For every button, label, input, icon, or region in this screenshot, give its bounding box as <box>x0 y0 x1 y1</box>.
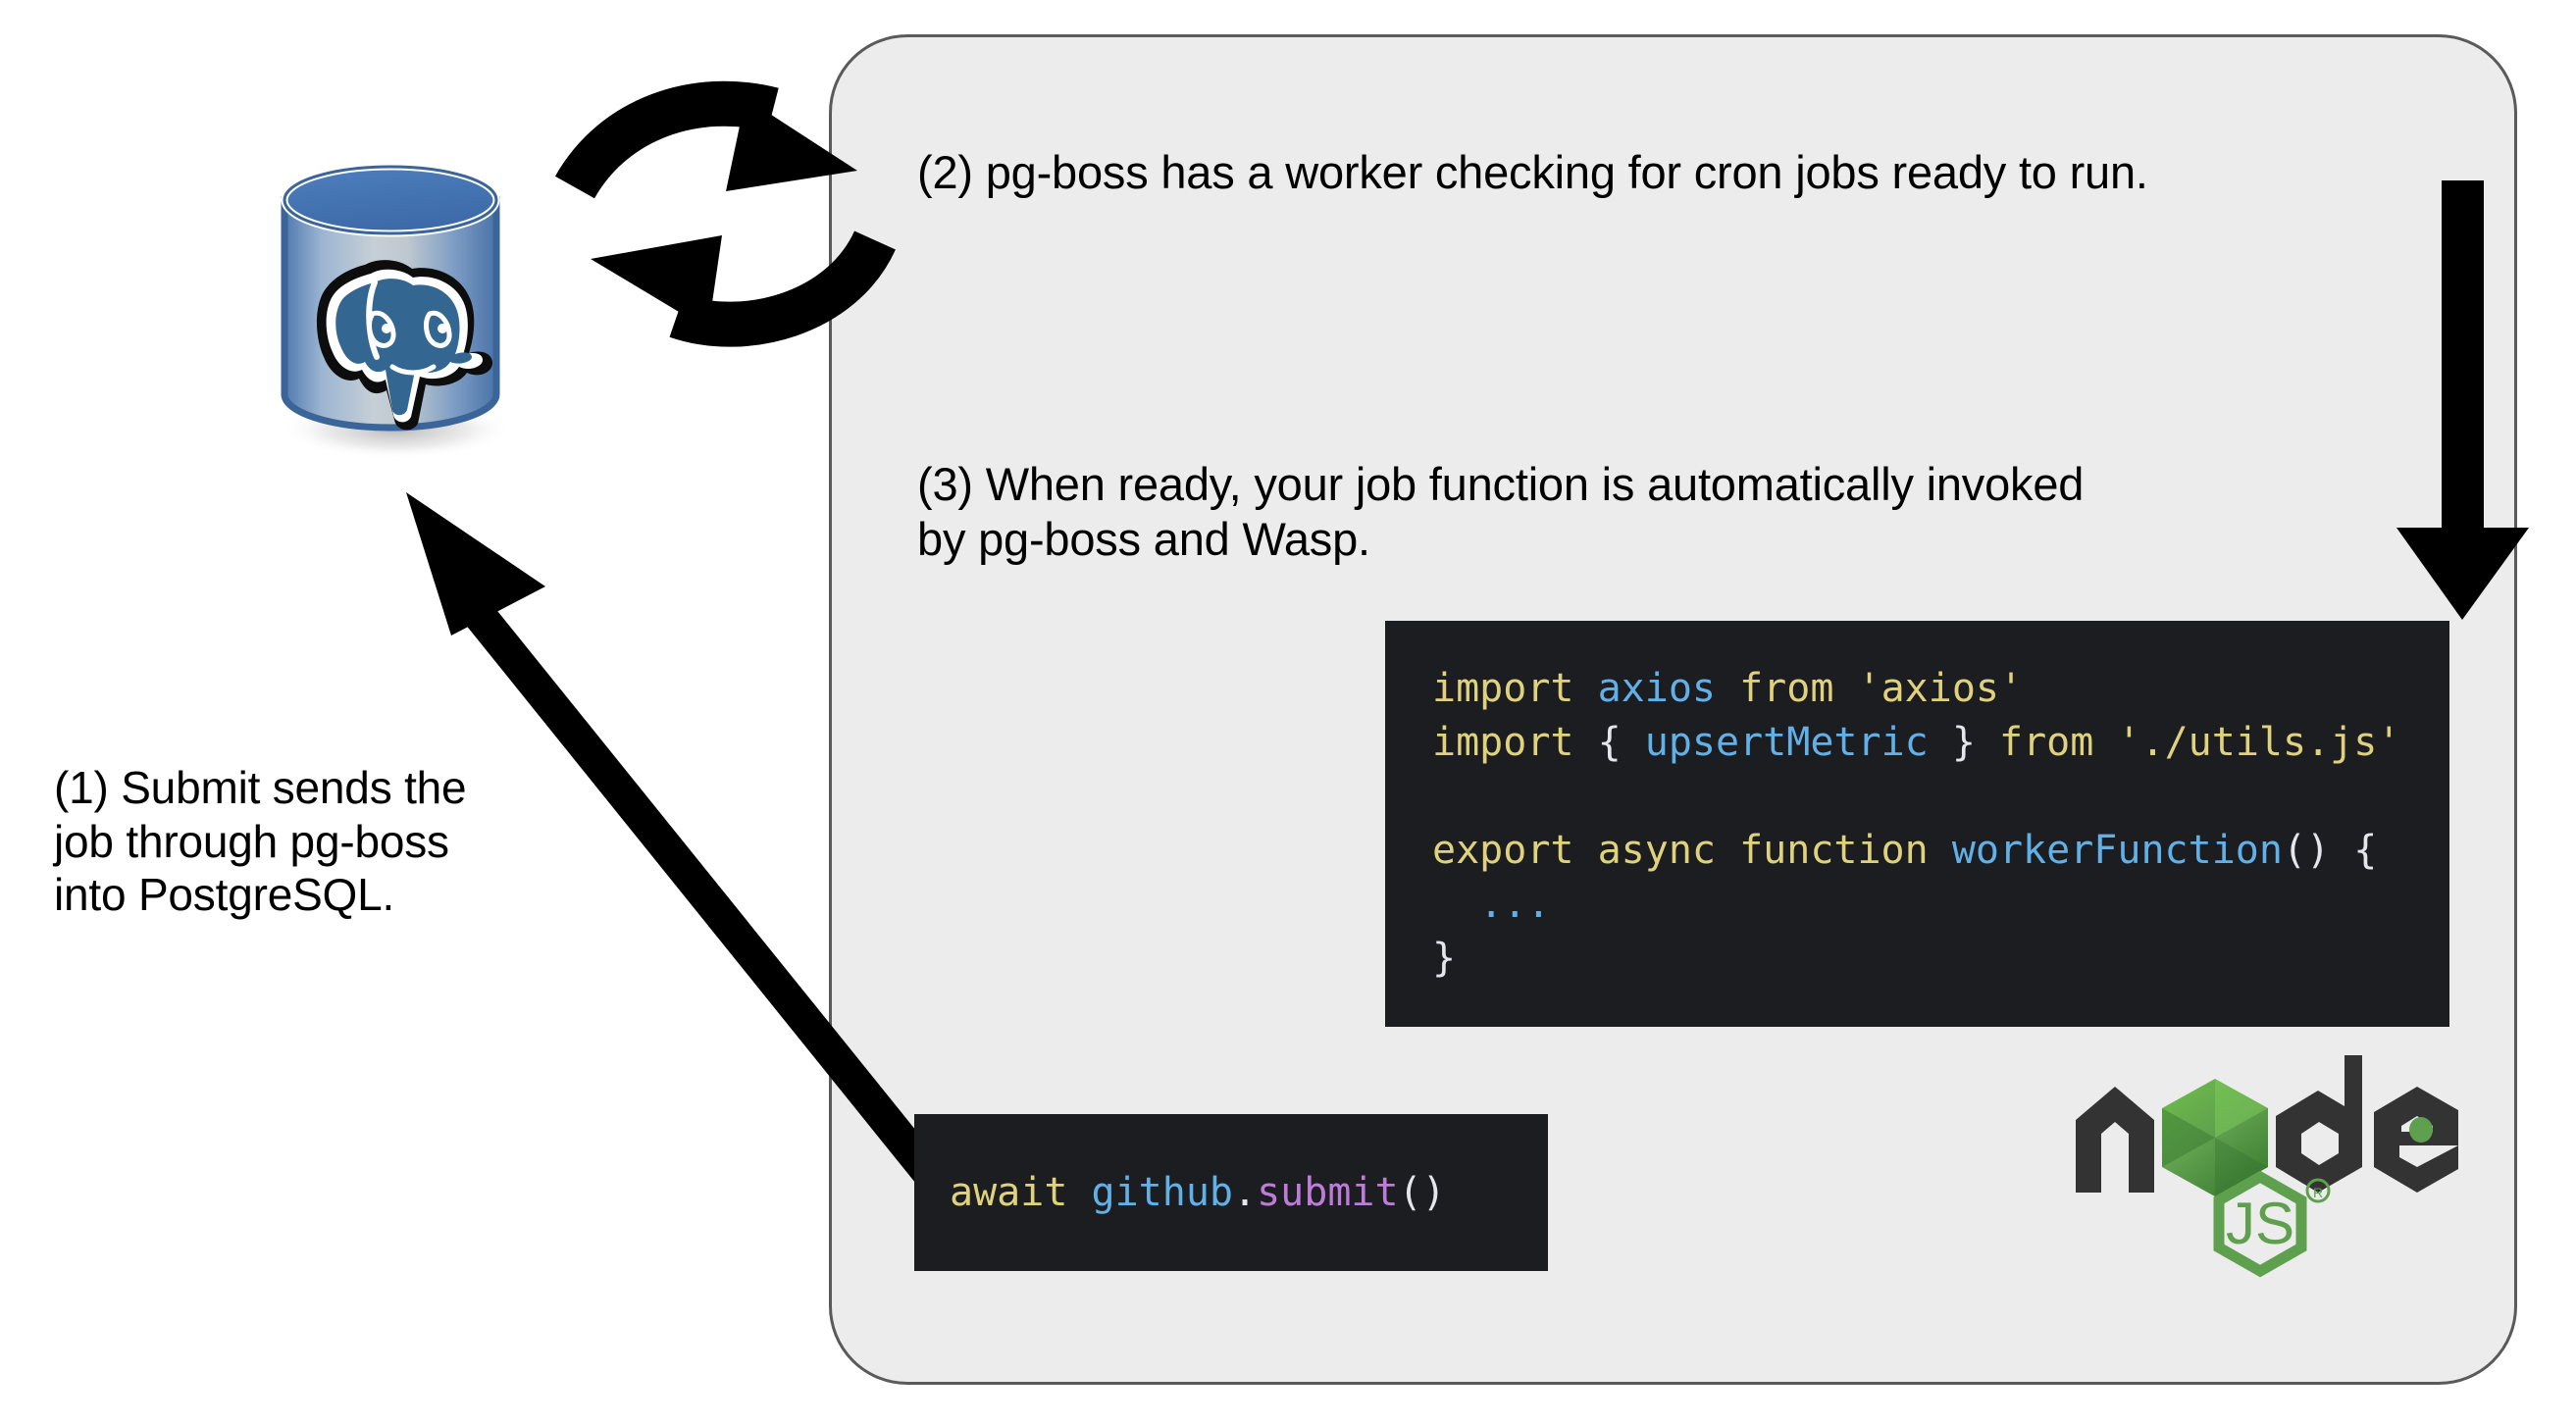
nodejs-logo-svg: JS R <box>2076 1055 2458 1278</box>
code-token-kw: export async function <box>1432 828 1952 873</box>
step-3-annotation: (3) When ready, your job function is aut… <box>917 458 2085 565</box>
code-token-id: axios <box>1597 666 1716 711</box>
code-token-pun: . <box>1233 1170 1258 1215</box>
code-token-fn: workerFunction <box>1951 828 2283 873</box>
code-token-kw: from <box>1998 720 2118 765</box>
cylinder-top-rim <box>283 165 498 235</box>
postgresql-logo-svg <box>281 163 512 459</box>
code-token-kw: import <box>1432 666 1598 711</box>
nodejs-logo: JS R <box>2068 1055 2460 1291</box>
svg-text:R: R <box>2313 1185 2323 1200</box>
code-token-id: github <box>1091 1170 1234 1215</box>
code-token-kw: await <box>950 1170 1092 1215</box>
code-token-pun: } <box>1432 936 1457 981</box>
step-2-annotation: (2) pg-boss has a worker checking for cr… <box>917 146 2148 198</box>
code-token-dots: ... <box>1432 882 1551 927</box>
node-letter-n <box>2076 1087 2154 1193</box>
postgres-elephant-icon <box>316 260 492 431</box>
postgresql-database-logo <box>257 149 532 463</box>
code-token-pun: { <box>1597 720 1645 765</box>
node-letter-d <box>2276 1055 2362 1193</box>
code-token-pun: } <box>1928 720 1999 765</box>
code-token-pun: () <box>1398 1170 1446 1215</box>
step-1-annotation: (1) Submit sends the job through pg-boss… <box>54 762 467 921</box>
code-token-mth: submit <box>1257 1170 1399 1215</box>
node-js-badge-text: JS <box>2226 1191 2294 1256</box>
code-token-str: './utils.js' <box>2117 720 2401 765</box>
node-js-badge-hexagon <box>2213 1170 2307 1278</box>
code-token-id: upsertMetric <box>1644 720 1929 765</box>
code-token-kw: import <box>1432 720 1598 765</box>
registered-trademark-icon: R <box>2305 1178 2331 1203</box>
code-token-kw: from <box>1716 666 1858 711</box>
code-token-pun: () { <box>2282 828 2378 873</box>
worker-function-code: import axios from 'axios' import { upser… <box>1385 621 2449 1027</box>
code-token-str: 'axios' <box>1857 666 2024 711</box>
submit-call-code: await github.submit() <box>914 1114 1548 1271</box>
